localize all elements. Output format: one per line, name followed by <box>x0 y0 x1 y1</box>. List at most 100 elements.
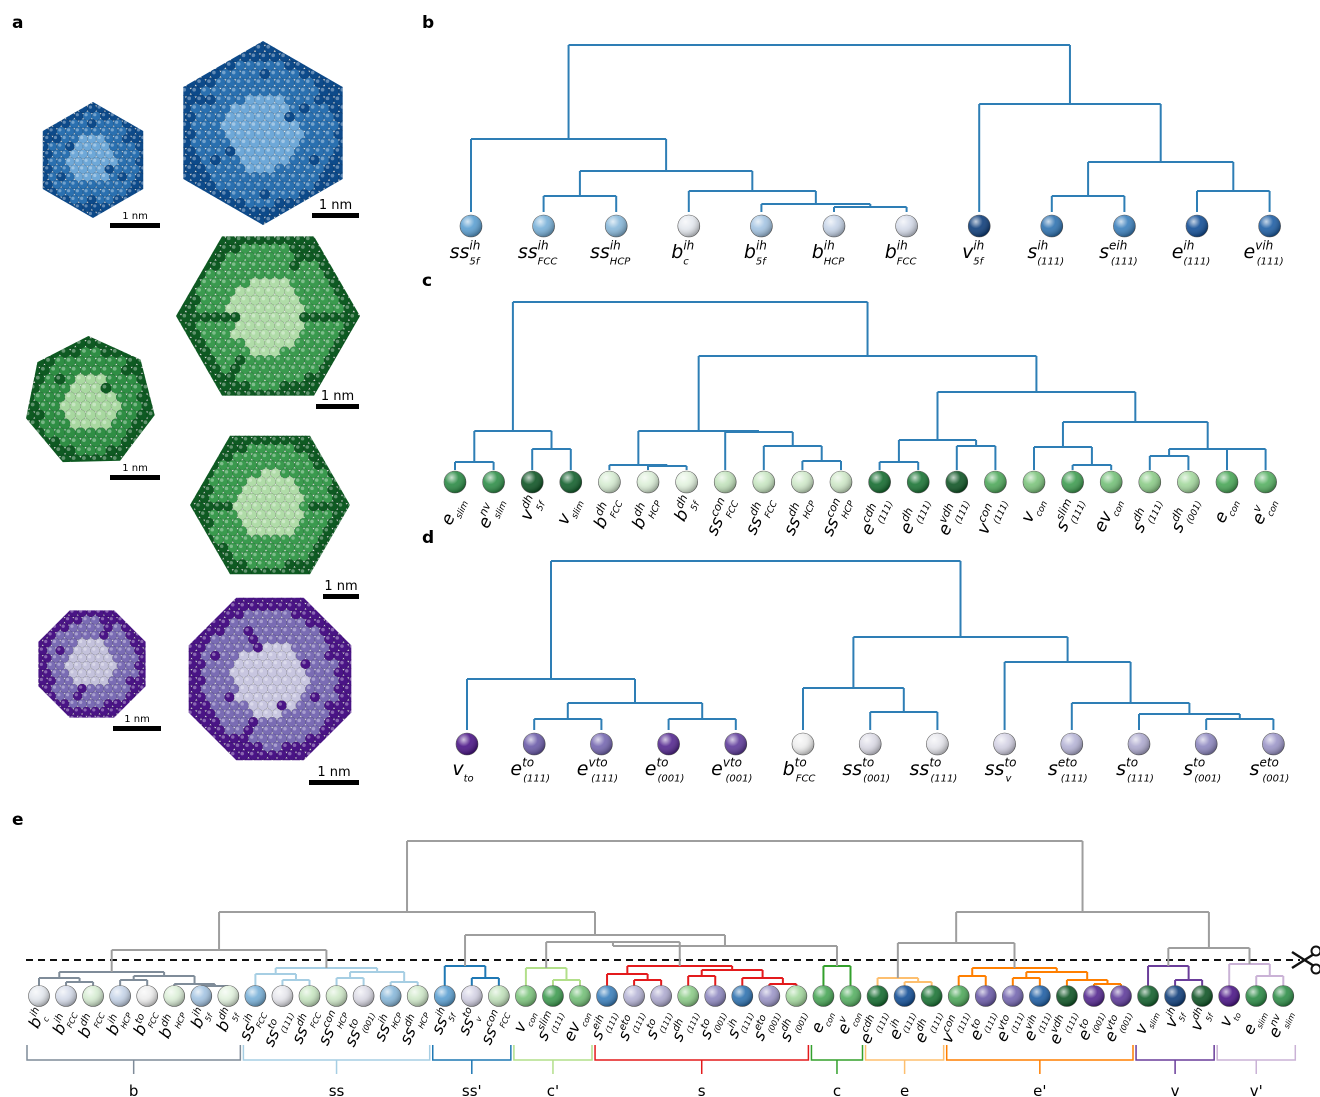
atom <box>346 550 350 562</box>
atom <box>177 626 187 636</box>
atom-highlight <box>231 587 235 591</box>
atom-highlight <box>350 88 354 92</box>
atom-highlight <box>258 561 262 565</box>
atom-highlight <box>230 429 234 433</box>
atom <box>26 346 30 359</box>
atom-highlight <box>207 408 211 412</box>
atom-highlight <box>15 465 19 469</box>
atom-highlight <box>197 236 201 241</box>
atom-highlight <box>215 586 219 590</box>
atom-highlight <box>271 296 276 301</box>
atom <box>39 472 50 483</box>
atom-highlight <box>210 445 214 449</box>
atom <box>156 112 166 122</box>
atom <box>333 163 343 175</box>
atom-highlight <box>93 98 96 101</box>
atom <box>190 206 202 218</box>
atom-highlight <box>296 412 300 416</box>
atom <box>289 41 300 46</box>
atom-highlight <box>188 644 192 648</box>
atom <box>205 407 215 417</box>
atom-highlight <box>307 587 311 591</box>
atom <box>200 41 212 46</box>
atom-highlight <box>31 331 35 335</box>
atom <box>47 600 56 609</box>
atom <box>318 223 330 225</box>
atom-highlight <box>231 652 235 657</box>
atom-highlight <box>246 253 251 258</box>
atom <box>200 236 212 237</box>
atom-highlight <box>271 365 276 370</box>
atom-highlight <box>87 429 91 434</box>
atom-highlight <box>66 411 71 416</box>
atom-highlight <box>221 70 226 75</box>
atom-highlight <box>254 644 259 648</box>
atom <box>157 119 166 128</box>
atom-highlight <box>315 356 320 361</box>
atom-highlight <box>226 597 230 599</box>
atom <box>290 584 300 594</box>
atom-highlight <box>268 429 272 433</box>
atom-highlight <box>66 158 71 162</box>
atom-highlight <box>329 569 333 573</box>
atom <box>85 714 96 718</box>
atom-highlight <box>159 376 163 380</box>
atom-highlight <box>163 36 167 40</box>
atom-highlight <box>158 701 161 704</box>
atom <box>157 134 166 143</box>
atom <box>157 165 166 174</box>
atom-highlight <box>266 408 270 412</box>
atom-highlight <box>58 143 62 147</box>
atom-highlight <box>241 122 246 126</box>
atom-highlight <box>87 322 91 326</box>
atom-highlight <box>257 28 261 32</box>
atom <box>353 651 363 661</box>
atom <box>264 214 276 225</box>
atom-highlight <box>15 376 19 380</box>
atom <box>136 445 148 457</box>
atom-highlight <box>251 348 256 352</box>
atom <box>156 146 166 156</box>
atom-highlight <box>278 636 282 640</box>
atom-highlight <box>271 105 275 109</box>
atom-highlight <box>45 120 49 124</box>
atom <box>161 209 171 219</box>
atom-highlight <box>365 305 369 309</box>
atom-highlight <box>353 412 357 416</box>
atom <box>338 154 343 166</box>
atom <box>26 149 35 158</box>
atom-highlight <box>66 724 69 727</box>
atom-highlight <box>310 191 315 195</box>
atom <box>148 119 157 128</box>
atom <box>54 337 66 350</box>
atom <box>358 277 360 289</box>
atom-highlight <box>310 139 315 144</box>
atom-highlight <box>350 122 354 126</box>
atom-highlight <box>53 196 58 200</box>
atom-highlight <box>324 544 328 548</box>
atom-highlight <box>133 331 137 335</box>
atom-highlight <box>112 420 117 425</box>
atom <box>275 411 285 421</box>
atom-highlight <box>192 211 196 215</box>
atom-highlight <box>83 647 87 651</box>
atom-highlight <box>301 262 305 266</box>
atom-highlight <box>71 105 75 109</box>
atom-highlight <box>66 429 71 434</box>
atom-highlight <box>92 647 96 651</box>
atom-highlight <box>220 527 224 532</box>
atom-highlight <box>202 400 206 404</box>
atom-highlight <box>173 71 177 75</box>
atom-highlight <box>65 647 70 651</box>
atom-highlight <box>330 53 335 58</box>
atom-highlight <box>128 447 132 451</box>
atom-highlight <box>123 151 127 155</box>
atom-highlight <box>221 122 226 126</box>
atom-highlight <box>187 391 192 395</box>
atom-highlight <box>301 382 305 387</box>
atom-highlight <box>364 653 368 657</box>
atom <box>147 623 156 632</box>
atom-highlight <box>36 121 39 124</box>
atom-highlight <box>329 437 333 441</box>
atom <box>166 60 176 70</box>
